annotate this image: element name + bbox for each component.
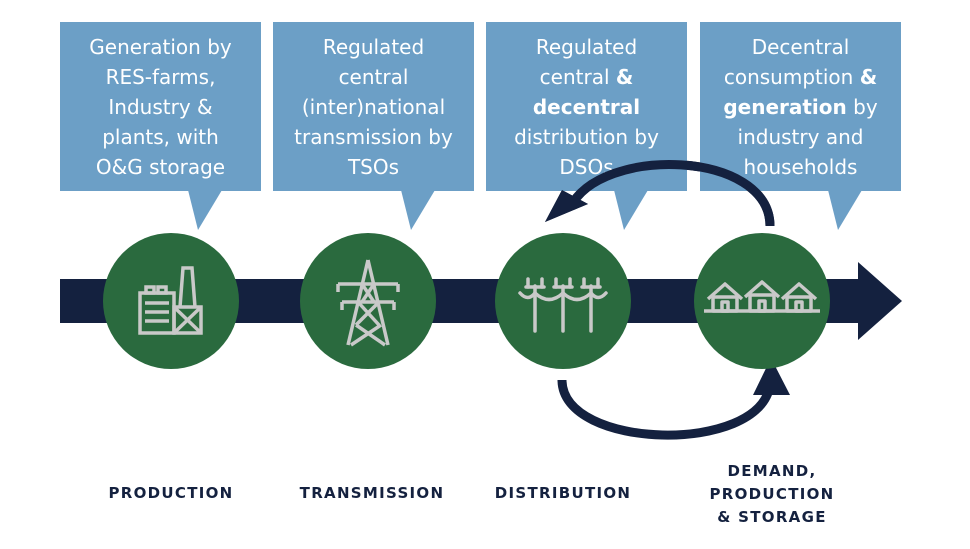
callout-tail (828, 190, 862, 230)
production-circle (103, 233, 239, 369)
transmission-tower-icon (336, 259, 400, 347)
stage-label-line: & STORAGE (717, 508, 827, 526)
callout-line: RES-farms, (105, 65, 216, 89)
callout-line: plants, with (102, 125, 219, 149)
stage-label-demand: DEMAND, PRODUCTION & STORAGE (692, 460, 852, 529)
lower-feedback-arc (557, 379, 775, 440)
callout-tail (614, 190, 648, 230)
callout-line: industry and (737, 125, 864, 149)
callout-bold-text: generation (723, 95, 847, 119)
stage-label-line: PRODUCTION (709, 485, 835, 503)
callout-line: distribution by (514, 125, 659, 149)
stage-label-line: TRANSMISSION (299, 484, 445, 502)
callout-line: decentral (492, 92, 681, 122)
callout-bold-text: & (859, 65, 878, 89)
stage-label-line: PRODUCTION (108, 484, 234, 502)
callout-line: transmission by (294, 125, 453, 149)
callout-line: central (338, 65, 409, 89)
callout-demand: Decentral consumption & generation by in… (700, 22, 901, 230)
power-lines-icon (518, 277, 608, 333)
callout-line: Regulated (535, 35, 638, 59)
main-arrow-head (858, 262, 902, 340)
callout-line: Industry & (108, 95, 213, 119)
stage-label-distribution: DISTRIBUTION (478, 484, 648, 502)
callout-line: Decentral (751, 35, 850, 59)
callout-distribution: Regulated central & decentral distributi… (486, 22, 687, 230)
lower-feedback-arrowhead (753, 358, 790, 395)
stage-label-transmission: TRANSMISSION (282, 484, 462, 502)
callout-line: consumption & (706, 62, 895, 92)
callout-line: O&G storage (95, 155, 226, 179)
callout-line: central & (492, 62, 681, 92)
callout-production: Generation by RES-farms, Industry & plan… (60, 22, 261, 230)
callout-line: Regulated (322, 35, 425, 59)
callout-text: by (846, 95, 878, 119)
callout-tail (188, 190, 222, 230)
callout-line: generation by (706, 92, 895, 122)
callout-bold-text: decentral (532, 95, 641, 119)
factory-icon (138, 266, 203, 335)
callout-text: consumption (723, 65, 860, 89)
callout-line: households (743, 155, 858, 179)
callout-transmission: Regulated central (inter)national transm… (273, 22, 474, 230)
stage-label-line: DEMAND, (727, 462, 817, 480)
callout-line: TSOs (347, 155, 400, 179)
callout-text: central (539, 65, 616, 89)
callout-line: (inter)national (301, 95, 446, 119)
callout-bold-text: & (615, 65, 634, 89)
callout-line: Generation by (89, 35, 232, 59)
callout-tail (401, 190, 435, 230)
stage-label-line: DISTRIBUTION (494, 484, 632, 502)
stage-label-production: PRODUCTION (92, 484, 250, 502)
callout-line: DSOs (559, 155, 614, 179)
houses-icon (704, 280, 820, 313)
